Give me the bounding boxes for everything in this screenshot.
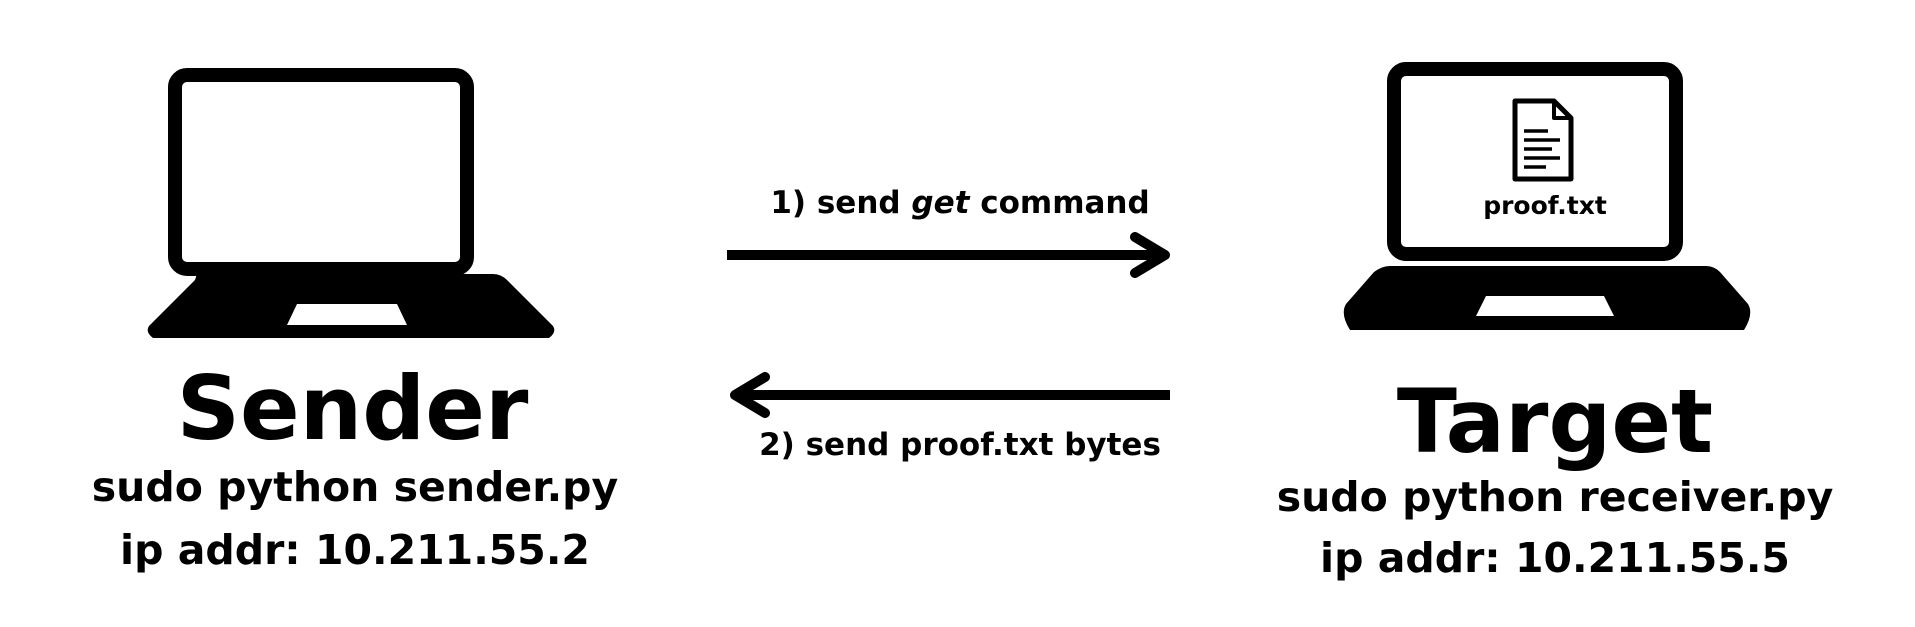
- request-label-emphasis: get: [911, 185, 970, 221]
- request-label: 1) send get command: [700, 188, 1220, 219]
- sender-ip: ip addr: 10.211.55.2: [120, 526, 590, 574]
- request-label-suffix: command: [969, 185, 1150, 221]
- target-title: Target: [1396, 370, 1714, 473]
- document-icon: [1512, 98, 1574, 182]
- response-arrow: [730, 372, 1170, 418]
- request-arrow: [727, 232, 1170, 278]
- target-command: sudo python receiver.py: [1276, 473, 1834, 521]
- sender-laptop-icon: [147, 68, 555, 338]
- response-label: 2) send proof.txt bytes: [759, 427, 1161, 463]
- sender-title: Sender: [176, 357, 529, 460]
- request-label-prefix: 1) send: [770, 185, 912, 221]
- sender-command: sudo python sender.py: [91, 463, 619, 511]
- file-label: proof.txt: [1483, 191, 1607, 220]
- target-ip: ip addr: 10.211.55.5: [1320, 534, 1790, 582]
- target-laptop-icon: [1343, 62, 1751, 330]
